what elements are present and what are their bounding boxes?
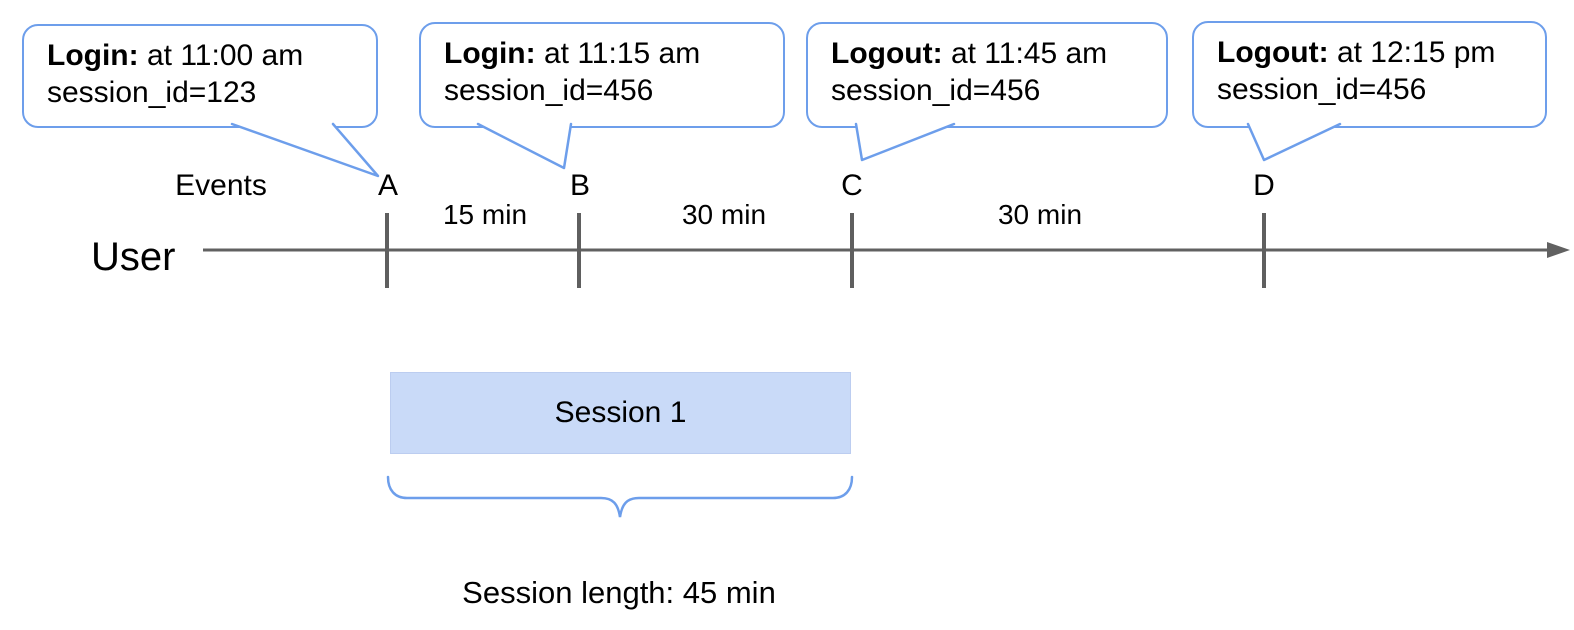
events-axis-label: Events — [175, 169, 267, 202]
event-marker-c: C — [841, 169, 863, 202]
event-time-label: at 11:45 am — [950, 37, 1108, 70]
callout-tail-b-icon — [476, 122, 573, 170]
callout-tail-c-icon — [854, 122, 956, 162]
interval-label-c-d: 30 min — [997, 199, 1083, 230]
interval-label-b-c: 30 min — [681, 199, 767, 230]
callout-tail-d-icon — [1246, 122, 1342, 162]
timeline-arrowhead-icon — [1547, 242, 1570, 258]
event-marker-b: B — [569, 169, 591, 202]
session-1-label: Session 1 — [554, 396, 687, 429]
session-id-label: session_id=123 — [47, 76, 257, 109]
event-type-label: Logout: — [831, 37, 943, 70]
event-type-label: Login: — [47, 39, 139, 72]
callout-line-1: Login: at 11:15 am — [444, 35, 773, 72]
session-brace-icon — [386, 475, 854, 518]
event-time-label: at 11:00 am — [146, 39, 304, 72]
event-marker-d: D — [1253, 169, 1275, 202]
user-axis-label: User — [91, 235, 176, 279]
event-marker-a: A — [377, 169, 399, 202]
session-id-label: session_id=456 — [444, 74, 654, 107]
interval-label-a-b: 15 min — [442, 199, 528, 230]
event-type-label: Login: — [444, 37, 536, 70]
session-id-label: session_id=456 — [1217, 73, 1427, 106]
callout-logout-c: Logout: at 11:45 am session_id=456 — [806, 22, 1168, 128]
callout-line-1: Logout: at 12:15 pm — [1217, 34, 1535, 71]
session-length-caption: Session length: 45 min — [462, 575, 776, 610]
session-1-span-box: Session 1 — [390, 372, 851, 454]
callout-login-b: Login: at 11:15 am session_id=456 — [419, 22, 785, 128]
callout-login-a: Login: at 11:00 am session_id=123 — [22, 24, 378, 128]
event-time-label: at 11:15 am — [543, 37, 701, 70]
callout-line-1: Logout: at 11:45 am — [831, 35, 1156, 72]
callout-logout-d: Logout: at 12:15 pm session_id=456 — [1192, 21, 1547, 128]
session-id-label: session_id=456 — [831, 74, 1041, 107]
event-type-label: Logout: — [1217, 36, 1329, 69]
event-time-label: at 12:15 pm — [1336, 36, 1496, 69]
callout-line-1: Login: at 11:00 am — [47, 37, 366, 74]
